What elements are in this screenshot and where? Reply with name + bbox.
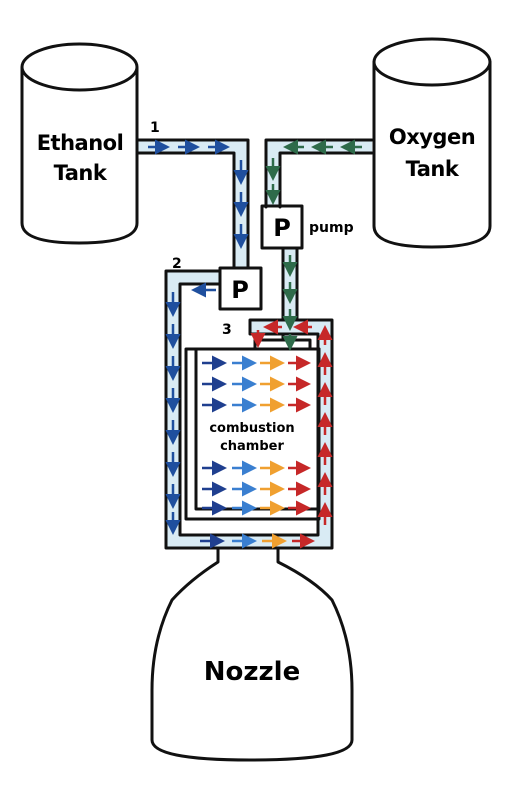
oxygen-tank-label-line1: Oxygen (389, 125, 475, 149)
oxygen-flow-arrows (265, 139, 362, 351)
step-1-label: 1 (150, 120, 160, 136)
ethanol-pump: P (218, 266, 263, 311)
ethanol-pump-symbol: P (231, 276, 249, 304)
nozzle: Nozzle (150, 546, 354, 762)
step-3-label: 3 (222, 322, 232, 338)
chamber-label-line1: combustion (209, 421, 294, 436)
ethanol-flow-arrows (148, 139, 249, 535)
chamber-label-line2: chamber (220, 439, 284, 454)
ethanol-tank-label-line1: Ethanol (37, 131, 124, 155)
oxygen-pump-symbol: P (273, 214, 291, 242)
pump-label: pump (309, 220, 354, 236)
step-2-label: 2 (172, 256, 182, 272)
cooling-flow-arrows (250, 319, 333, 525)
oxygen-pump: P (260, 204, 304, 250)
nozzle-label: Nozzle (204, 657, 300, 687)
cooling-jacket (164, 269, 334, 550)
ethanol-pipe (135, 138, 250, 270)
ethanol-tank: Ethanol Tank (20, 42, 139, 245)
chamber-flow-arrows (202, 355, 311, 516)
oxygen-tank: Oxygen Tank (372, 37, 492, 249)
oxygen-tank-label-line2: Tank (406, 157, 460, 181)
ethanol-tank-label-line2: Tank (54, 161, 108, 185)
